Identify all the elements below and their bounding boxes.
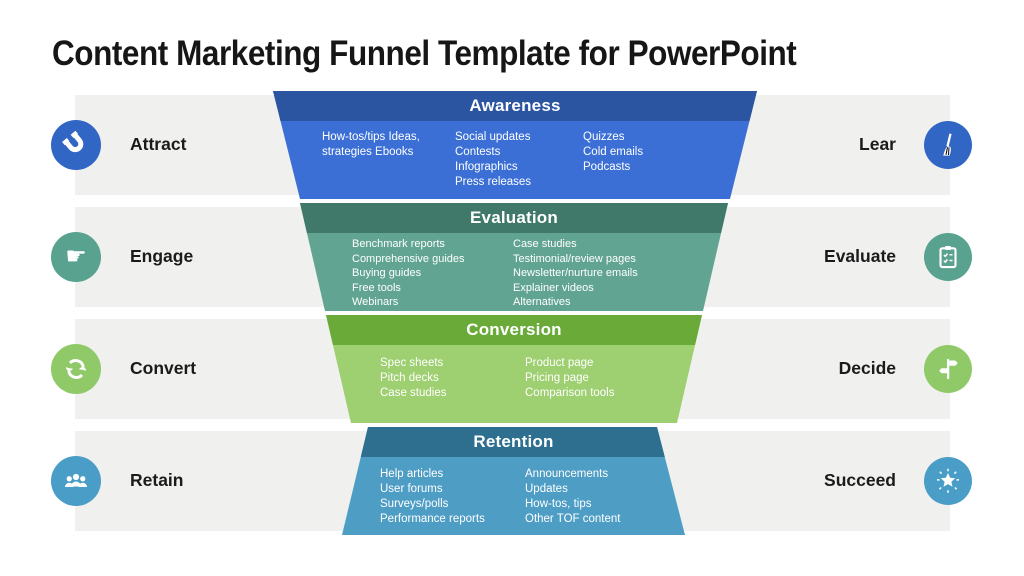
retain-badge — [51, 456, 101, 506]
content-list: Social updates Contests Infographics Pre… — [455, 131, 532, 188]
content-list: Benchmark reports Comprehensive guides B… — [352, 238, 465, 309]
people-icon — [61, 466, 91, 496]
sync-icon — [61, 354, 91, 384]
magnet-icon — [61, 130, 91, 160]
funnel-segment-conversion: Conversion Spec sheets Pitch decks Case … — [326, 315, 702, 423]
convert-badge — [51, 344, 101, 394]
funnel-header-awareness: Awareness — [273, 91, 757, 121]
stage-label-retain: Retain — [130, 470, 184, 490]
stage-label-attract: Attract — [130, 134, 187, 154]
stage-label-decide: Decide — [838, 358, 896, 378]
content-list: Announcements Updates How-tos, tips Othe… — [525, 468, 621, 525]
attract-badge — [51, 120, 101, 170]
funnel-header-conversion: Conversion — [326, 315, 702, 345]
page-title: Content Marketing Funnel Template for Po… — [52, 34, 797, 73]
stage-label-engage: Engage — [130, 246, 194, 266]
funnel-segment-retention: Retention Help articles User forums Surv… — [342, 427, 685, 535]
signpost-icon — [933, 354, 963, 384]
broom-icon — [933, 130, 963, 160]
engage-badge: ☛ — [51, 232, 101, 282]
funnel-segment-evaluation: Evaluation Benchmark reports Comprehensi… — [300, 203, 728, 311]
clipboard-icon — [933, 242, 963, 272]
content-list: Help articles User forums Surveys/polls … — [380, 468, 485, 525]
starburst-icon — [933, 466, 963, 496]
content-list: Product page Pricing page Comparison too… — [525, 357, 615, 399]
content-list: Quizzes Cold emails Podcasts — [583, 131, 644, 173]
stage-label-evaluate: Evaluate — [824, 246, 896, 266]
stage-label-convert: Convert — [130, 358, 197, 378]
funnel-segment-awareness: Awareness How-tos/tips Ideas, strategies… — [273, 91, 757, 199]
content-list: Spec sheets Pitch decks Case studies — [380, 357, 447, 399]
content-list: How-tos/tips Ideas, strategies Ebooks — [322, 131, 420, 158]
funnel-header-evaluation: Evaluation — [300, 203, 728, 233]
evaluate-badge — [924, 233, 972, 281]
decide-badge — [924, 345, 972, 393]
pointing-hand-icon: ☛ — [65, 243, 87, 270]
stage-label-lear: Lear — [859, 134, 896, 154]
lear-badge — [924, 121, 972, 169]
succeed-badge — [924, 457, 972, 505]
stage-label-succeed: Succeed — [824, 470, 896, 490]
funnel-header-retention: Retention — [342, 427, 685, 457]
content-list: Case studies Testimonial/review pages Ne… — [513, 238, 638, 309]
